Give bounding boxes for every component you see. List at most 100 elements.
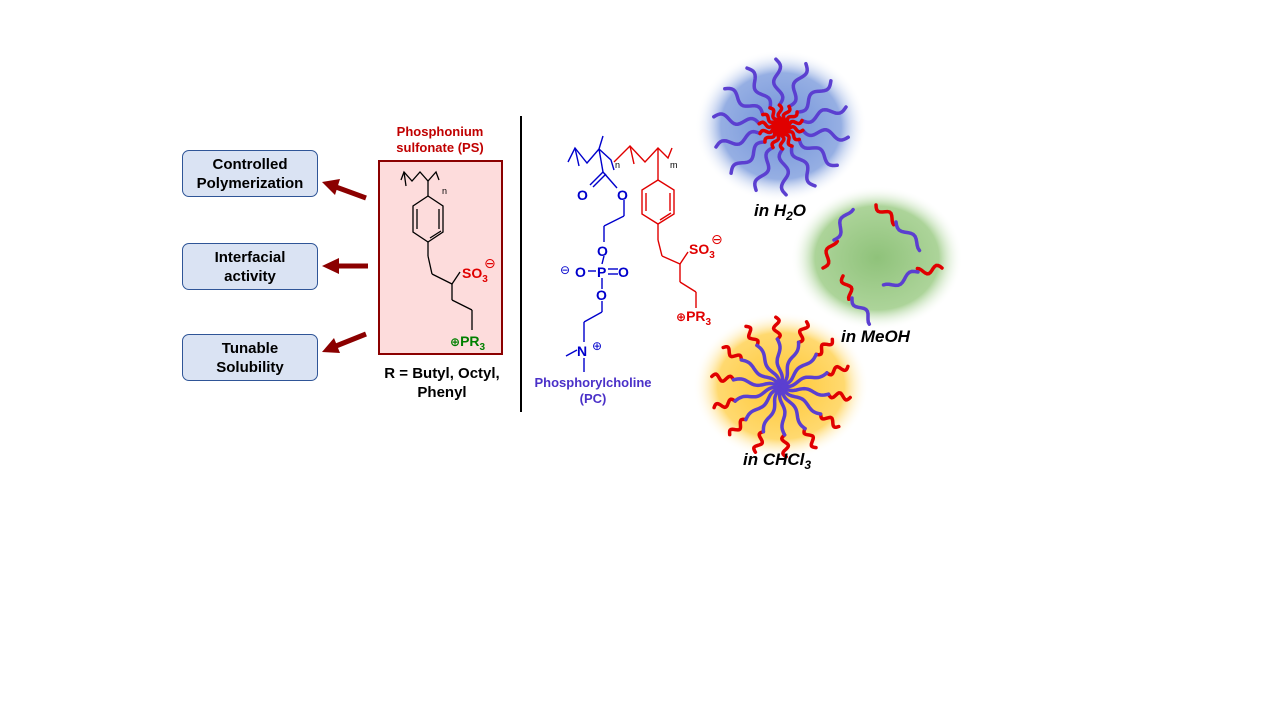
corona-chain [752,429,766,454]
ps-title: Phosphonium sulfonate (PS) [396,124,484,155]
corona-chain [826,391,852,402]
copolymer-n-subscript: n [615,160,620,170]
corona-chain [802,426,818,450]
corona-chain [714,129,762,149]
corona-chain [744,324,760,348]
ps-pr3-label: ⊕PR3 [450,333,486,353]
arrow-to-controlled-polymerization [322,179,367,201]
corona-chain [779,433,791,459]
unimer-1-pc-segment [832,207,855,242]
core-chain [739,358,782,388]
core-chain [761,387,783,434]
methanol-label: in MeOH [841,327,911,346]
core-chain [776,103,785,127]
copolymer-so3-label: SO3 [689,241,715,261]
corona-chain [753,145,775,193]
property-label: Tunable Solubility [216,339,284,376]
corona-chain [789,144,817,188]
pc-nitrogen: N [577,343,587,359]
corona-chain [818,412,841,429]
r-groups-label: R = Butyl, Octyl, Phenyl [384,365,500,401]
unimer-2-ps-segment [874,203,896,227]
core-chain [780,352,818,388]
core-chain [775,337,785,387]
copolymer-m-subscript: m [670,160,678,170]
core-chain [733,385,781,403]
pc-phosphate-oxygen-1: O [597,243,608,259]
ps-anion-charge: ⊖ [484,256,496,272]
core-chain [780,386,807,431]
pc-carbonyl-oxygen: O [577,187,588,203]
core-chain [780,126,801,142]
core-chain [744,386,782,422]
core-chain [755,343,782,388]
pc-block-structure [565,135,625,372]
chloroform-label: in CHCl3 [743,450,811,472]
core-chain [777,387,787,437]
core-chain [757,120,781,129]
arrow-to-interfacial-activity [322,258,368,274]
pc-ester-oxygen: O [617,187,628,203]
copolymer-pr3-label: ⊕PR3 [676,308,712,328]
core-chain [761,112,782,128]
ps-n-subscript: n [442,186,447,196]
core-chain [758,124,781,136]
core-chain [763,126,782,144]
property-box-interfacial-activity: Interfacial activity [182,243,318,290]
corona-chain [721,345,744,362]
unimer-4-ps-segment [839,274,854,302]
core-chain [777,127,786,151]
property-label: Controlled Polymerization [196,155,304,192]
corona-chain [795,79,833,114]
core-chain [768,106,783,128]
corona-chain [787,61,809,109]
pc-nitrogen-charge: ⊕ [592,339,602,353]
pc-double-bond-oxygen: O [618,264,629,280]
pc-phosphorus: P [597,264,606,280]
pc-oxygen-charge: ⊖ [560,263,570,277]
corona-chain [727,417,748,437]
ps-monomer-box [378,160,503,355]
core-chain [731,377,781,389]
core-chain [770,127,783,150]
unimer-1-ps-segment [821,239,840,270]
property-label: Interfacial activity [214,248,286,285]
property-box-tunable-solubility: Tunable Solubility [182,334,318,381]
corona-chain [745,66,773,110]
core-chain [780,110,799,128]
corona-chain [712,112,761,126]
corona-chain [723,86,765,117]
pc-label: Phosphorylcholine (PC) [534,375,652,406]
pc-phosphate-oxygen-2: O [596,287,607,303]
corona-chain [710,372,736,383]
corona-chain [800,105,848,125]
corona-chain [797,137,839,168]
corona-chain [801,128,850,142]
corona-chain [777,147,791,197]
water-label: in H2O [754,201,806,223]
core-chain [779,126,794,148]
core-chain [781,371,829,389]
corona-chain [712,397,737,410]
micelle-in-water [712,57,850,197]
corona-chain [729,140,767,175]
property-box-controlled-polymerization: Controlled Polymerization [182,150,318,197]
unimer-3-pc-segment [881,269,920,288]
pc-left-oxygen: O [575,264,586,280]
core-chain [781,385,831,397]
corona-chain [796,320,810,345]
core-chain [779,104,792,127]
core-chain [780,386,823,416]
corona-chain [825,364,850,377]
corona-chain [771,57,785,107]
core-chain [781,125,805,134]
core-chain [781,118,804,130]
reverse-micelle-in-chloroform [710,315,852,459]
ps-block-structure [613,144,697,308]
unimer-3-ps-segment [915,263,944,276]
unimer-2-pc-segment [894,220,922,253]
ps-so3-label: SO3 [462,265,488,285]
unimers-in-methanol [821,203,944,326]
ps-monomer-structure [400,170,473,330]
